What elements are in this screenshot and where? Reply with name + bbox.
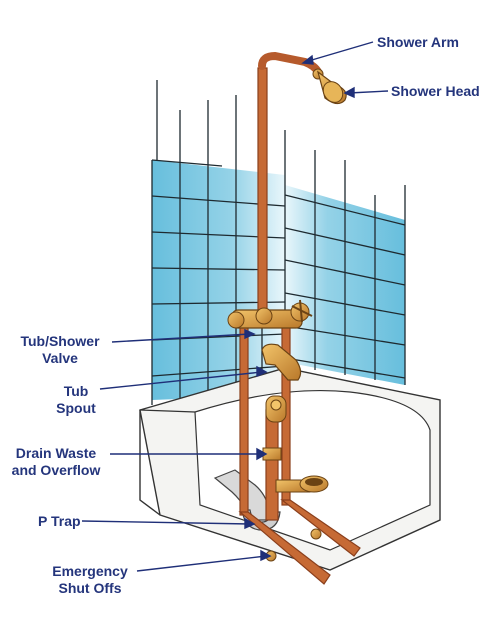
left-wall-tiles — [151, 80, 286, 405]
valve-body — [227, 299, 313, 329]
tub-spout-fitting — [261, 343, 302, 381]
label-shower-arm: Shower Arm — [377, 34, 459, 50]
label-p-trap: P Trap — [38, 513, 81, 529]
label-tub-shower-valve: Tub/Shower Valve — [20, 333, 100, 366]
label-drain-waste-overflow: Drain Waste and Overflow — [11, 445, 101, 478]
label-emergency-shut-offs: Emergency Shut Offs — [52, 563, 128, 596]
label-tub-spout: Tub Spout — [56, 383, 96, 416]
leader-lines — [81, 41, 389, 572]
label-shower-head: Shower Head — [391, 83, 480, 99]
right-wall-tiles — [284, 130, 406, 385]
shower-assembly — [258, 51, 347, 105]
